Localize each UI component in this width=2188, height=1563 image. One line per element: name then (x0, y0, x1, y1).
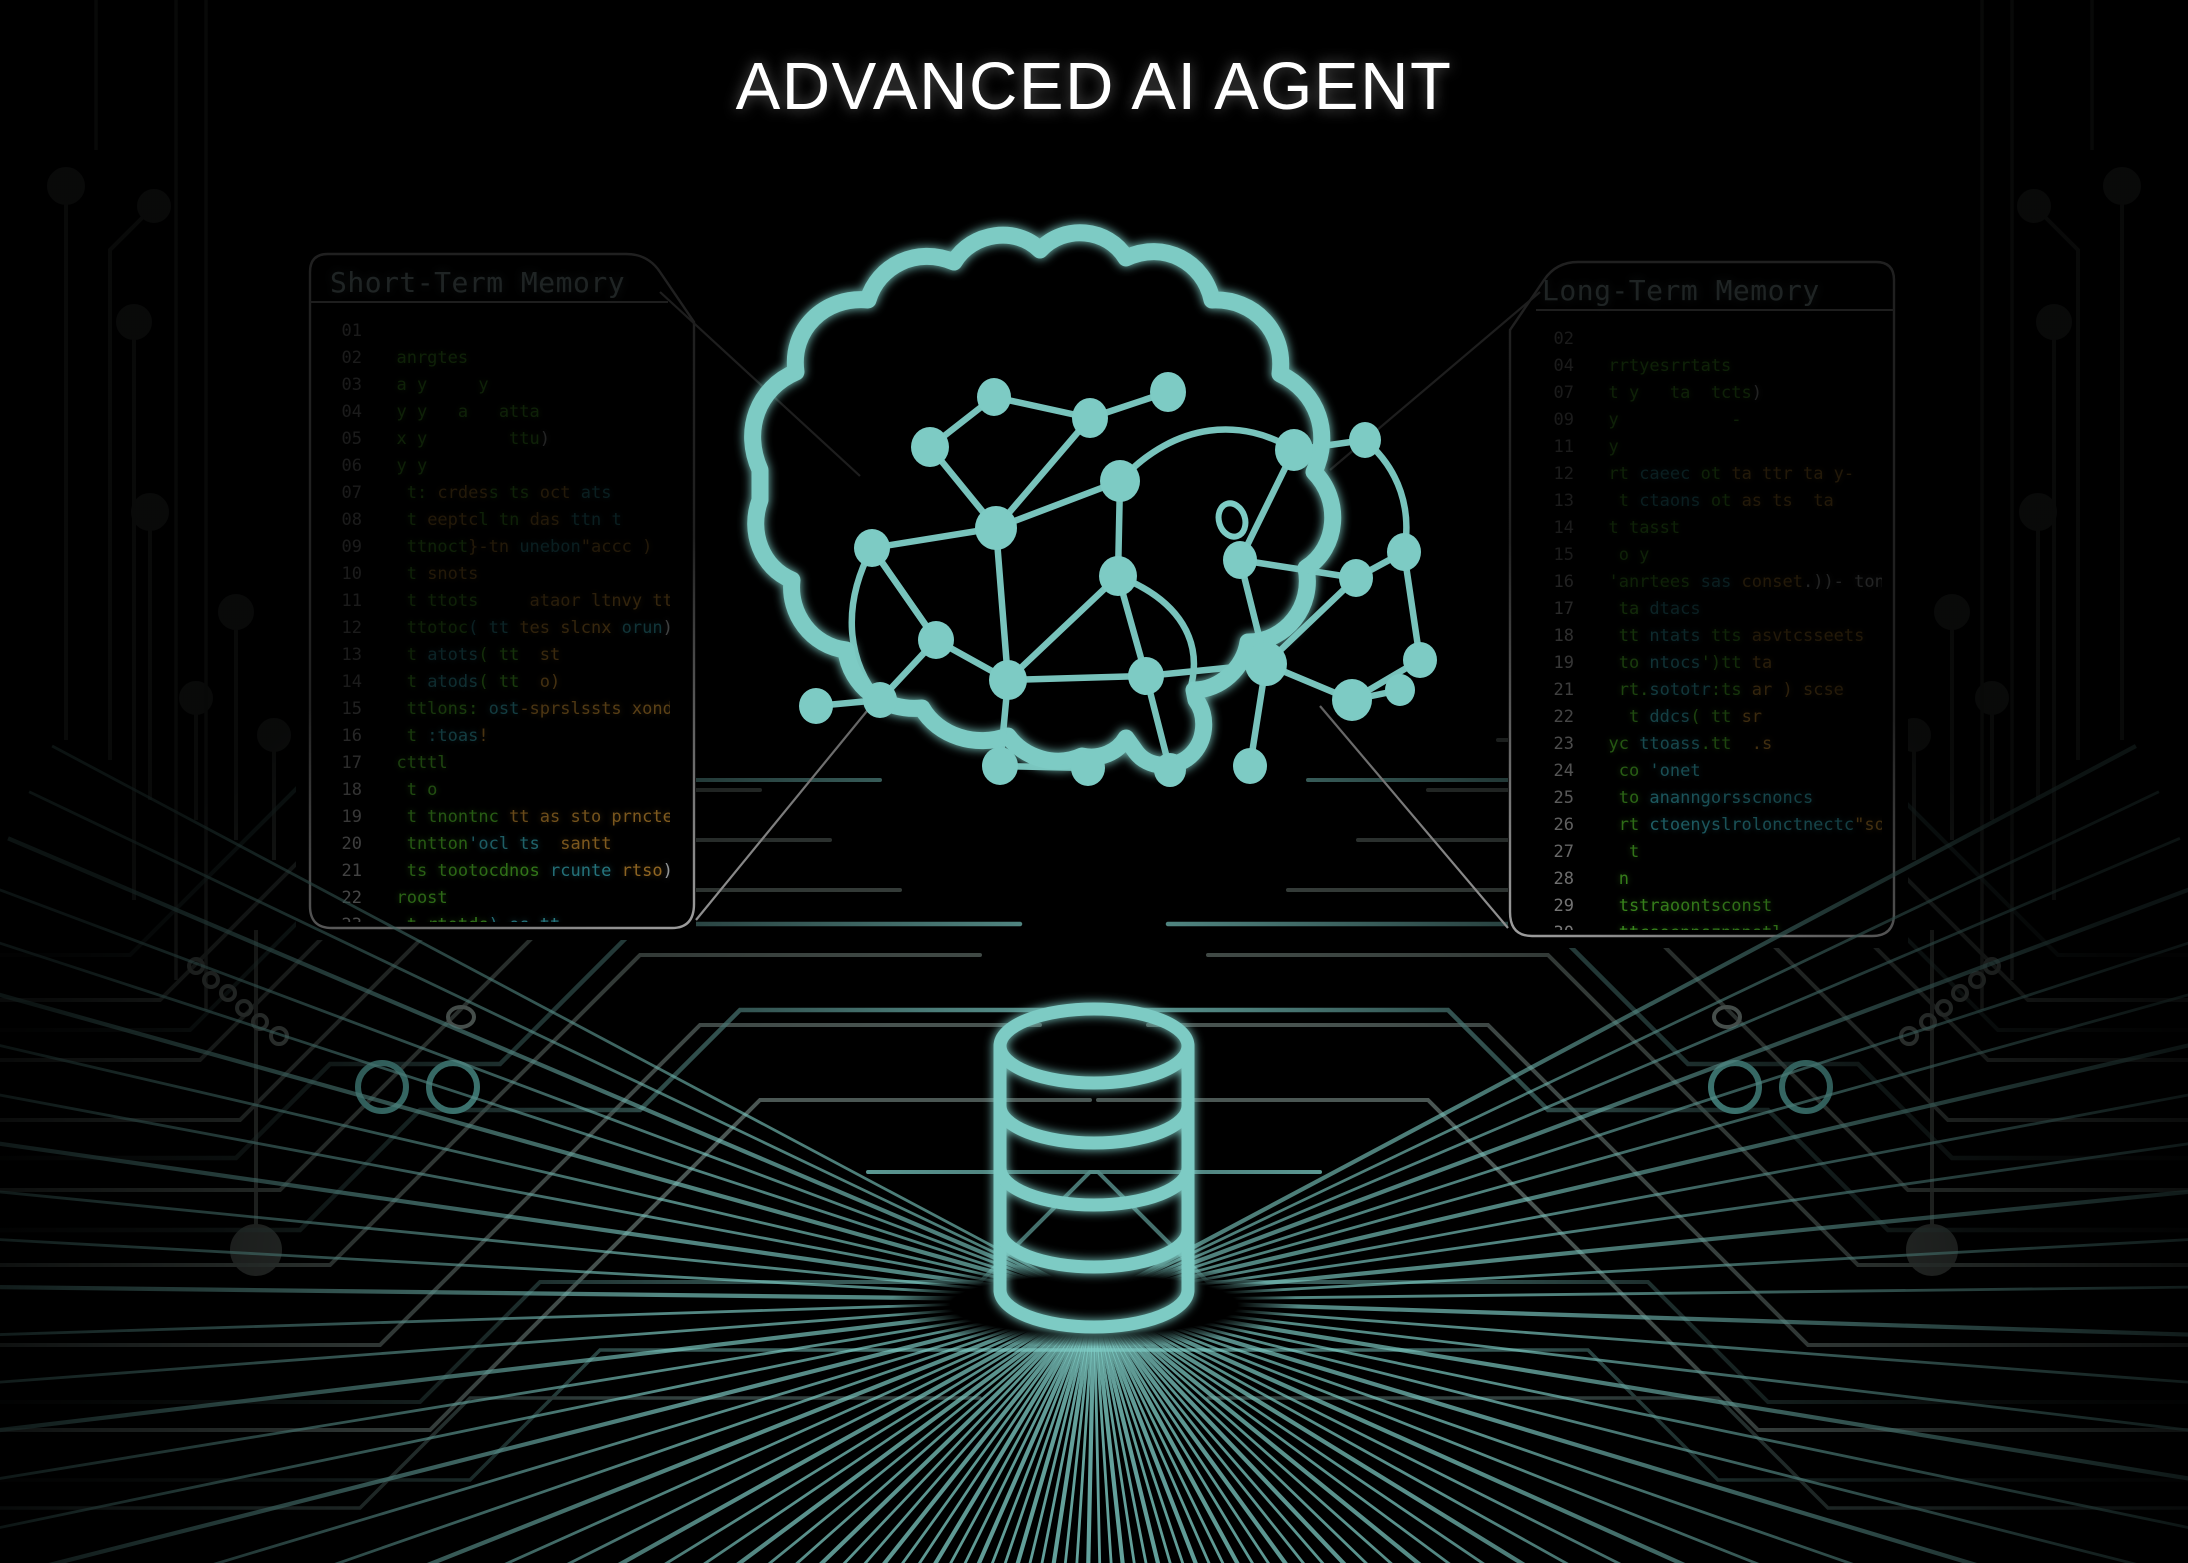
page-title: ADVANCED AI AGENT (735, 49, 1453, 124)
brain-nodes (799, 372, 1437, 787)
brain-neural-network (744, 224, 1437, 787)
database-shadow (889, 1263, 1299, 1347)
database-cylinder (993, 1002, 1195, 1334)
